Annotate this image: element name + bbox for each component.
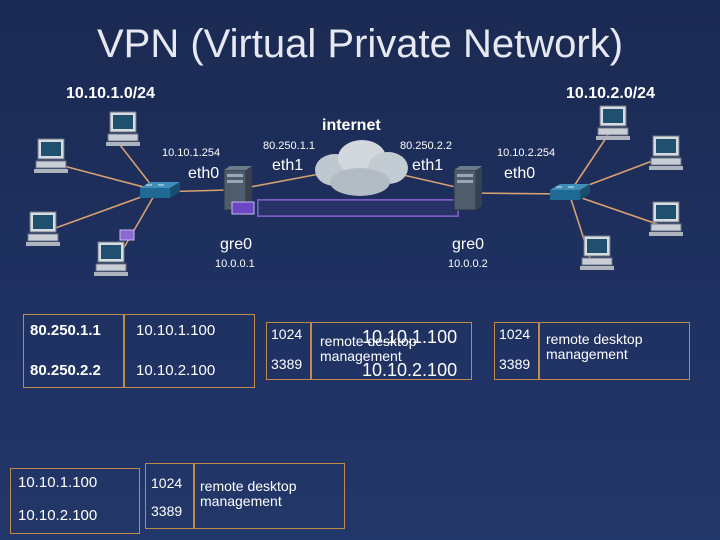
right-tunnel-if: gre0 (452, 236, 485, 253)
port-value: 3389 (151, 503, 183, 519)
host-ip: 10.10.1.100 (362, 327, 458, 347)
port-value: 3389 (271, 356, 303, 372)
port-value: 1024 (271, 326, 303, 342)
pc-icon (105, 111, 141, 147)
host-ip: 10.10.1.100 (18, 474, 98, 491)
table-cell: 80.250.2.2 (30, 362, 101, 379)
internet-label: internet (322, 117, 381, 134)
pc-icon (93, 241, 129, 277)
left-lan-ip: 10.10.1.254 (162, 147, 221, 159)
nat-description: remote desktop management (546, 331, 643, 362)
host-ip: 10.10.2.100 (362, 360, 458, 380)
pc-icon (579, 235, 615, 271)
internet-cloud-icon (315, 140, 408, 196)
left-wan-if: eth1 (272, 157, 304, 174)
host-ip: 10.10.2.100 (18, 507, 98, 524)
right-lan-if: eth0 (504, 165, 536, 182)
port-value: 1024 (499, 326, 531, 342)
right-subnet-label: 10.10.2.0/24 (566, 85, 655, 102)
pc-icon (648, 135, 684, 171)
pc-icon (25, 211, 61, 247)
right-wan-ip: 80.250.2.2 (400, 140, 452, 152)
left-wan-ip: 80.250.1.1 (263, 140, 315, 152)
port-value: 1024 (151, 475, 183, 491)
table-cell: 10.10.2.100 (136, 362, 216, 379)
pc-icon (595, 105, 631, 141)
table-cell: 10.10.1.100 (136, 322, 216, 339)
bottom-description: remote desktop management (200, 478, 297, 509)
server-icon (453, 165, 483, 211)
right-lan-ip: 10.10.2.254 (497, 147, 556, 159)
left-tunnel-ip: 10.0.0.1 (215, 258, 255, 270)
pc-icon (648, 201, 684, 237)
pc-icon (33, 138, 69, 174)
left-tunnel-if: gre0 (220, 236, 253, 253)
left-lan-if: eth0 (188, 165, 220, 182)
left-subnet-label: 10.10.1.0/24 (66, 85, 155, 102)
right-wan-if: eth1 (412, 157, 444, 174)
page-title: VPN (Virtual Private Network) (96, 22, 624, 66)
right-tunnel-ip: 10.0.0.2 (448, 258, 488, 270)
table-cell: 80.250.1.1 (30, 322, 101, 339)
switch-icon (549, 183, 591, 201)
port-value: 3389 (499, 356, 531, 372)
nat-description: remote desktop management (320, 333, 417, 364)
switch-icon (139, 181, 181, 199)
